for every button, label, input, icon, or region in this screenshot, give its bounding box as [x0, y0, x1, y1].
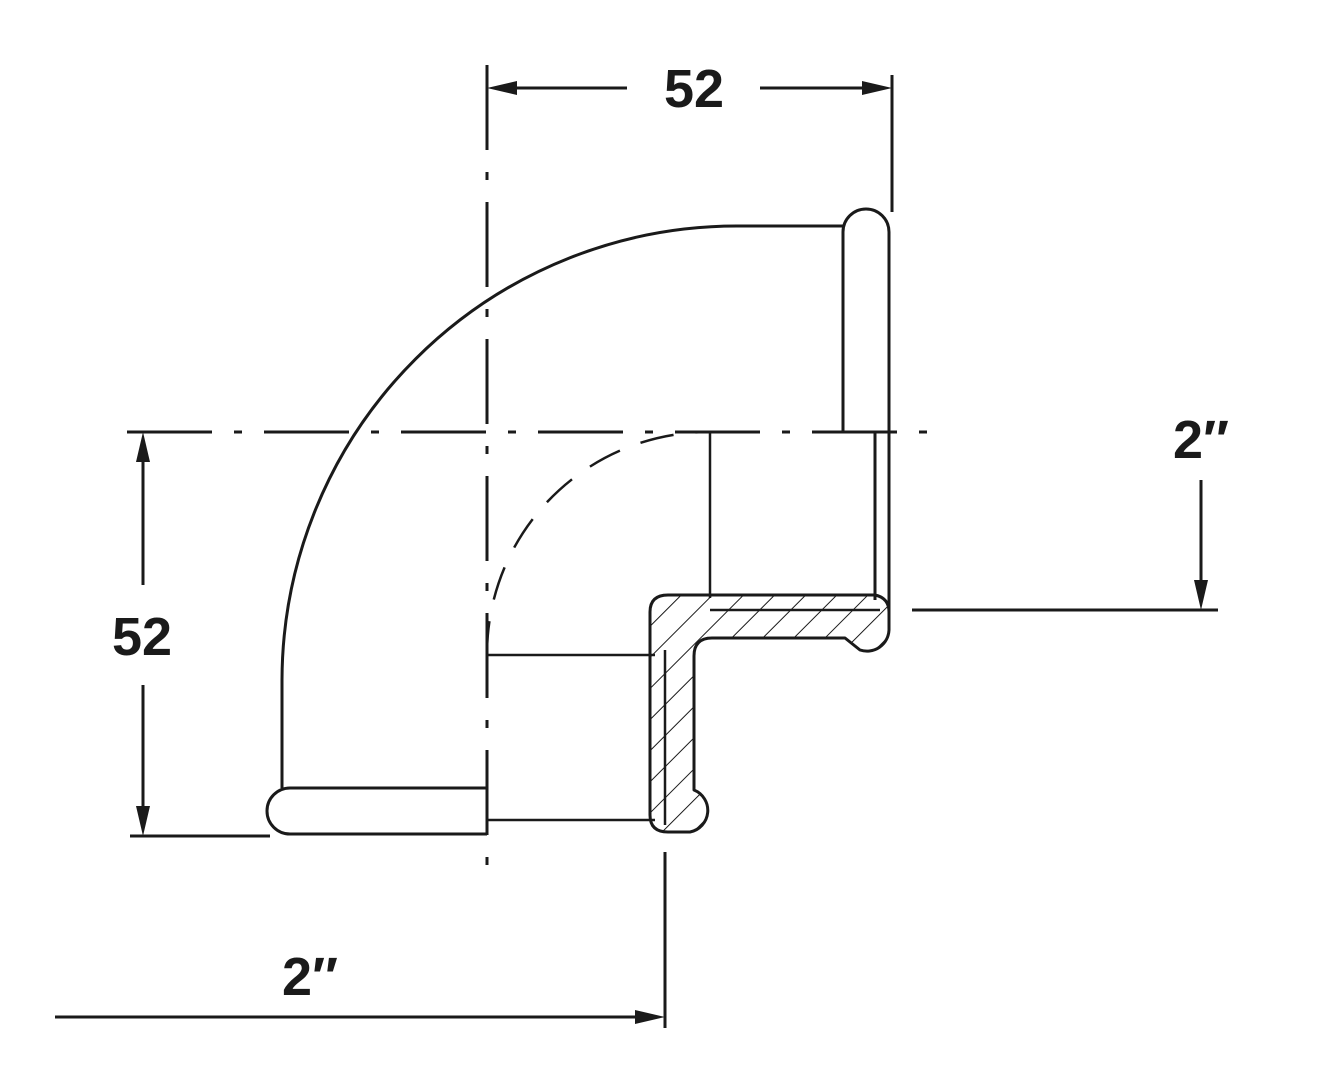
bottom-thread-label: 2″	[282, 947, 338, 1007]
dimension-bottom-thread: 2″	[55, 852, 667, 1028]
inner-bore	[485, 430, 712, 657]
inner-bore-arc	[485, 430, 709, 656]
left-height-label: 52	[112, 607, 172, 667]
top-arrow-right	[862, 81, 892, 95]
top-arrow-left	[487, 81, 517, 95]
right-thread-label: 2″	[1173, 410, 1229, 470]
dimension-left-height: 52	[112, 432, 270, 838]
top-bead	[841, 207, 891, 432]
center-lines	[127, 65, 935, 875]
outer-sweep-arc	[280, 224, 845, 788]
dimension-right-thread: 2″	[912, 410, 1229, 612]
left-arrow-bottom	[136, 806, 150, 836]
elbow-outer-body	[265, 207, 891, 836]
top-width-label: 52	[664, 59, 724, 119]
dimension-top-width: 52	[487, 59, 894, 212]
bottom-bead	[265, 786, 487, 836]
section-wall	[487, 593, 891, 834]
bottom-arrow	[635, 1010, 665, 1024]
section-wall-fill	[648, 593, 891, 834]
left-arrow-top	[136, 432, 150, 462]
right-arrow	[1194, 580, 1208, 610]
